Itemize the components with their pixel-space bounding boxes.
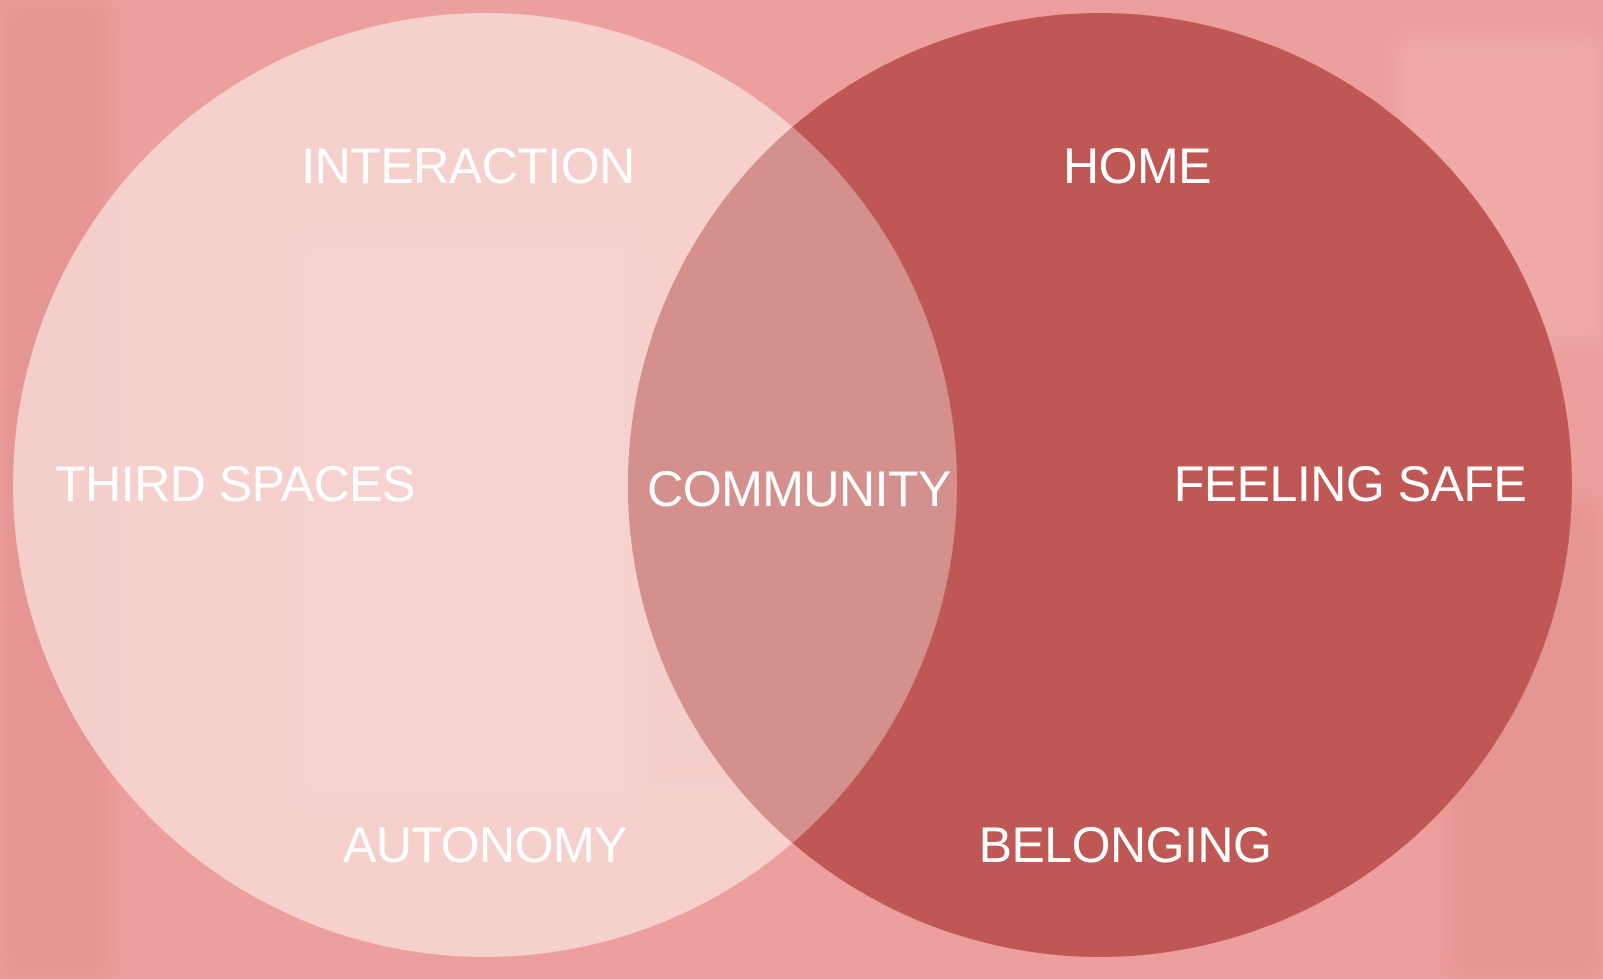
label-home: HOME: [1063, 138, 1211, 194]
label-third-spaces: THIRD SPACES: [55, 456, 415, 512]
label-community: COMMUNITY: [647, 461, 951, 517]
label-belonging: BELONGING: [979, 817, 1272, 873]
label-autonomy: AUTONOMY: [343, 817, 627, 873]
label-interaction: INTERACTION: [301, 138, 634, 194]
label-feeling-safe: FEELING SAFE: [1174, 456, 1526, 512]
venn-overlap: [628, 13, 957, 957]
